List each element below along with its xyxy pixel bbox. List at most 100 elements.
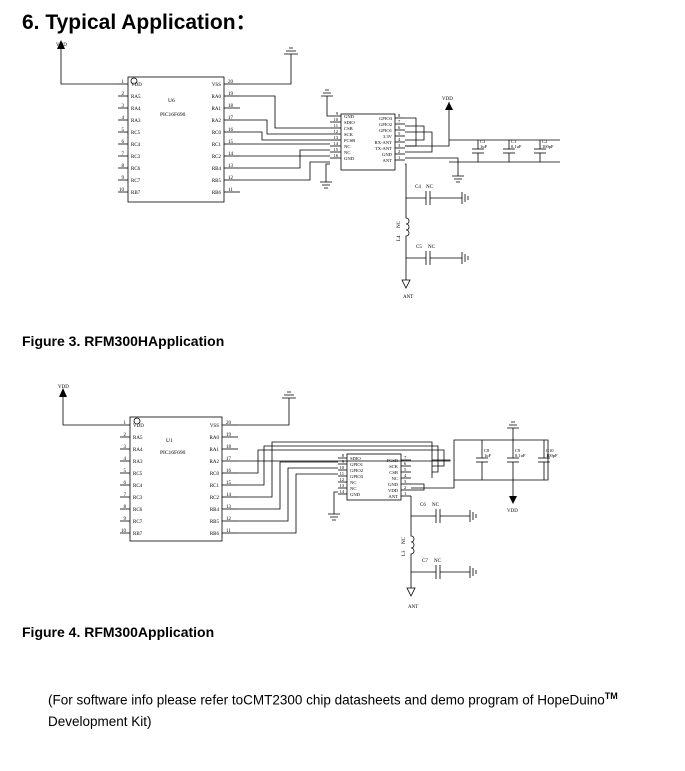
software-note: (For software info please refer toCMT230… (48, 686, 648, 732)
pin-name: GND (344, 156, 355, 161)
note-text: (For software info please refer toCMT230… (48, 692, 605, 708)
pin-name: SCK (344, 132, 354, 137)
pin-name: SDIO (344, 120, 355, 125)
pin-number: 12 (333, 129, 338, 134)
trademark: TM (604, 691, 618, 701)
cap-ref: C8 (484, 448, 490, 453)
figure3-caption: Figure 3. RFM300HApplication (22, 333, 225, 349)
pin-name: GPIO1 (379, 128, 393, 133)
figure3-schematic: VDD U6 PIC16F690 1VDD2RA53RA44RA35RC56RC… (56, 40, 560, 300)
pin-number: 6 (404, 461, 407, 466)
pin-name: RA1 (210, 448, 220, 453)
pin-number: 16 (228, 128, 234, 133)
ant-label: ANT (408, 605, 418, 610)
pin-number: 16 (333, 153, 338, 158)
pin-name: RA4 (131, 107, 141, 112)
pin-name: VDD (133, 424, 144, 429)
antenna-icon (401, 279, 411, 289)
pin-name: 3.3V (383, 134, 393, 139)
pin-number: 19 (226, 433, 232, 438)
cap-ref: C3 (480, 139, 486, 144)
pin-number: 8 (342, 453, 345, 458)
pin-number: 8 (124, 505, 127, 510)
pin-name: RA2 (210, 460, 220, 465)
pin-number: 7 (398, 119, 401, 124)
pin-number: 15 (226, 481, 232, 486)
cap-value: 1uF (480, 144, 488, 149)
pin-name: CSB (389, 470, 398, 475)
inductor-ref: L3 (402, 550, 407, 556)
pin-number: 11 (226, 529, 231, 534)
inductor-val: NC (402, 536, 407, 544)
pin-name: NC (350, 480, 356, 485)
pin-name: ANT (389, 494, 399, 499)
pin-number: 5 (398, 131, 401, 136)
pin-name: RC1 (212, 143, 222, 148)
note-text-end: Development Kit) (48, 713, 152, 729)
pin-name: RB7 (133, 532, 143, 537)
pin-name: RC5 (133, 472, 143, 477)
c4-val: NC (426, 185, 434, 190)
pin-number: 5 (124, 469, 127, 474)
pin-number: 3 (124, 445, 127, 450)
pin-name: GPIO1 (350, 462, 364, 467)
cap-value: 0.1uF (511, 144, 522, 149)
pin-name: RA5 (133, 436, 143, 441)
pin-name: VSS (212, 83, 221, 88)
pin-number: 14 (228, 152, 234, 157)
pin-number: 13 (228, 164, 234, 169)
pin-name: RB6 (212, 191, 222, 196)
pin-number: 19 (228, 92, 234, 97)
pin-name: RB6 (210, 532, 220, 537)
pin-name: RA0 (212, 95, 222, 100)
pin-number: 9 (342, 459, 345, 464)
pin-number: 5 (122, 128, 125, 133)
pin-number: 7 (404, 455, 407, 460)
pin-number: 18 (226, 445, 232, 450)
pin-number: 10 (121, 529, 127, 534)
vdd-label: VDD (56, 43, 67, 48)
pin-number: 6 (122, 140, 125, 145)
pin-name: RC4 (133, 484, 143, 489)
cap-value: 100pF (542, 144, 554, 149)
rfm300-module (346, 453, 402, 501)
cap-ref: C9 (515, 448, 521, 453)
pin-number: 11 (334, 123, 339, 128)
figure4-caption: Figure 4. RFM300Application (22, 624, 215, 640)
module-right-pins: 8GPIO37GPIO26GPIO153.3V4RX-ANT3TX-ANT2GN… (375, 113, 405, 163)
pin-number: 9 (336, 111, 339, 116)
cap-ref: C1 (511, 139, 516, 144)
pin-name: GPIO3 (350, 474, 364, 479)
pin-name: RC0 (212, 131, 222, 136)
c6-val: NC (432, 503, 440, 508)
pin-number: 17 (226, 457, 232, 462)
pin-name: GND (382, 152, 393, 157)
pin-name: GND (350, 492, 361, 497)
mcu-part: PIC16F690 (160, 450, 186, 456)
mcu-left-pins: 1VDD2RA53RA44RA35RC56RC47RC38RC69RC710RB… (120, 421, 144, 537)
pin-name: RC3 (133, 496, 143, 501)
ant-label: ANT (403, 295, 413, 300)
pin-name: SCK (389, 464, 399, 469)
pin-name: RA4 (133, 448, 143, 453)
figure4-schematic: VDD U1 PIC16F690 1VDD2RA53RA44RA35RC56RC… (58, 385, 558, 610)
pin-number: 6 (124, 481, 127, 486)
pin-number: 12 (339, 477, 344, 482)
pin-name: RB5 (212, 179, 222, 184)
pin-number: 8 (122, 164, 125, 169)
pin-name: NC (344, 144, 350, 149)
inductor-ref: L4 (397, 235, 402, 241)
mcu-part: PIC16F690 (160, 112, 186, 118)
pin-number: 9 (124, 517, 127, 522)
pin-number: 10 (333, 117, 338, 122)
pin-number: 3 (404, 479, 407, 484)
mcu-right-pins: 20VSS19RA018RA117RA216RC015RC114RC213RB4… (210, 421, 238, 537)
mcu-right-pins: 20VSS19RA018RA117RA216RC015RC114RC213RB4… (212, 80, 240, 196)
pin-number: 1 (122, 80, 125, 85)
pin-name: RC6 (133, 508, 143, 513)
pin-number: 4 (398, 137, 401, 142)
